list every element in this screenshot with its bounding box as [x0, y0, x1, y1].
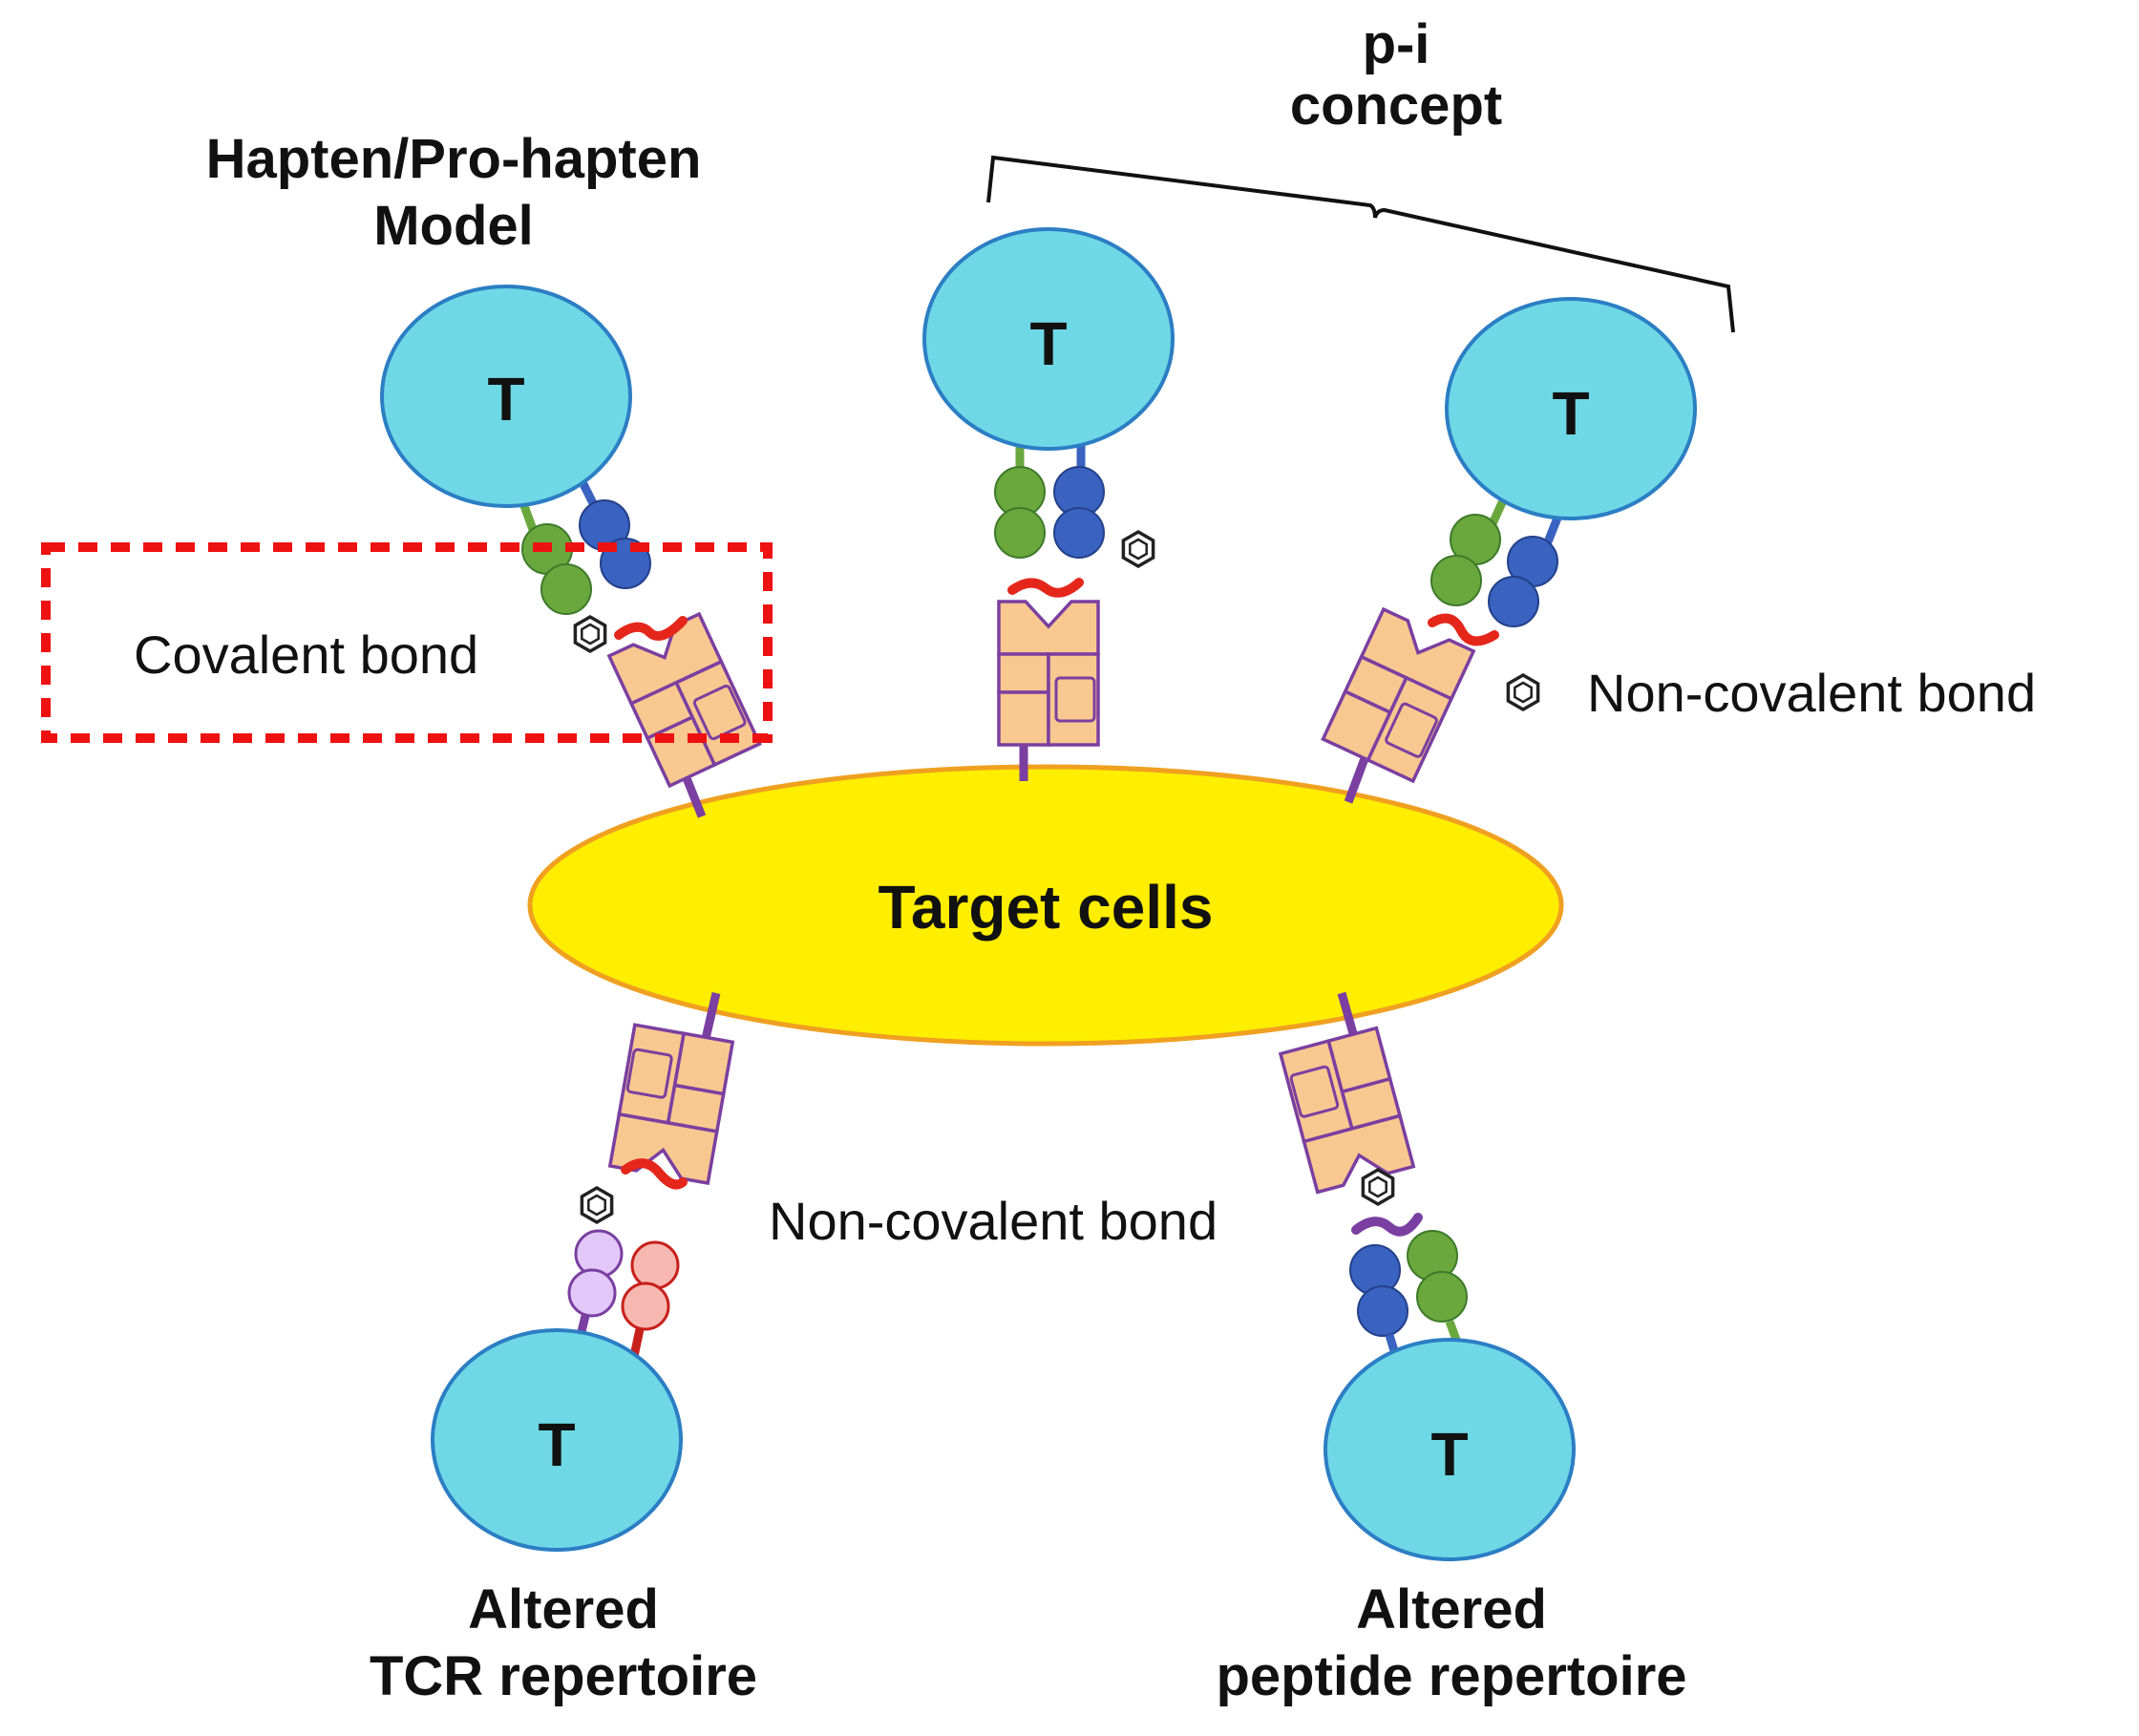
tcr-repertoire-title-line2: TCR repertoire [370, 1645, 757, 1707]
drug-molecule [1361, 1168, 1395, 1206]
t-cell [922, 227, 1175, 451]
t-cell-label: T [1029, 309, 1067, 378]
t-cell [1324, 1338, 1576, 1561]
hapten-title-line2: Model [373, 195, 534, 257]
tcr-beta-domain [1053, 507, 1105, 559]
mhc-molecule [997, 600, 1100, 747]
drug-molecule [1506, 673, 1540, 711]
pi-right-group: T Non-covalent bond [1321, 297, 2036, 804]
tcr-beta-domain [1488, 576, 1539, 627]
t-cell-label: T [538, 1410, 575, 1479]
covalent-bond-label: Covalent bond [134, 625, 478, 685]
mhc-molecule [607, 1023, 735, 1186]
target-cell [527, 764, 1564, 1047]
covalent-highlight-box [41, 542, 773, 743]
peptide [1351, 1213, 1423, 1237]
tcr-beta-domain [1357, 1285, 1408, 1337]
t-cell-label: T [1430, 1420, 1468, 1489]
peptide-repertoire-group: T Altered peptide repertoire [1216, 991, 1687, 1707]
peptide-repertoire-title: Altered [1356, 1578, 1547, 1641]
non-covalent-bond-bottom-label: Non-covalent bond [769, 1191, 1218, 1251]
tcr-alpha-domain [1416, 1271, 1468, 1323]
peptide-repertoire-title-line2: peptide repertoire [1216, 1645, 1686, 1707]
mhc-molecule [1278, 1026, 1416, 1195]
tcr-repertoire-group: T Altered TCR repertoire [370, 991, 757, 1707]
pi-concept-brace [986, 155, 1735, 333]
pi-title: p-i [1363, 13, 1430, 75]
tcr-alpha-domain [567, 1268, 617, 1318]
peptide [621, 1158, 688, 1190]
pi-title-line2: concept [1290, 74, 1502, 137]
drug-molecule [1121, 530, 1155, 568]
tcr-repertoire-title: Altered [468, 1578, 659, 1641]
non-covalent-bond-label: Non-covalent bond [1587, 663, 2036, 723]
tcr-beta-domain [621, 1281, 670, 1331]
mhc-molecule [606, 611, 762, 789]
target-cells-label: Target cells [879, 873, 1214, 942]
tcr-alpha-domain [1430, 555, 1482, 606]
hapten-title: Hapten/Pro-hapten [206, 128, 702, 190]
t-cell [380, 285, 632, 508]
tcr-alpha-domain [540, 563, 592, 615]
t-cell [1445, 297, 1697, 520]
pi-center-group: T [922, 227, 1175, 781]
hapten-model-group: T Covalent bond Hapten/Pro-hapten Model [41, 128, 773, 818]
drug-molecule [580, 1186, 614, 1224]
peptide [1428, 613, 1499, 646]
t-cell-label: T [1552, 379, 1589, 448]
peptide [614, 616, 688, 641]
tcr-alpha-domain [994, 507, 1046, 559]
peptide [1007, 578, 1084, 598]
t-cell [431, 1328, 683, 1552]
tcr-beta-domain [630, 1240, 680, 1290]
drug-molecule [573, 615, 607, 653]
t-cell-label: T [487, 365, 524, 434]
mhc-molecule [1321, 606, 1476, 784]
